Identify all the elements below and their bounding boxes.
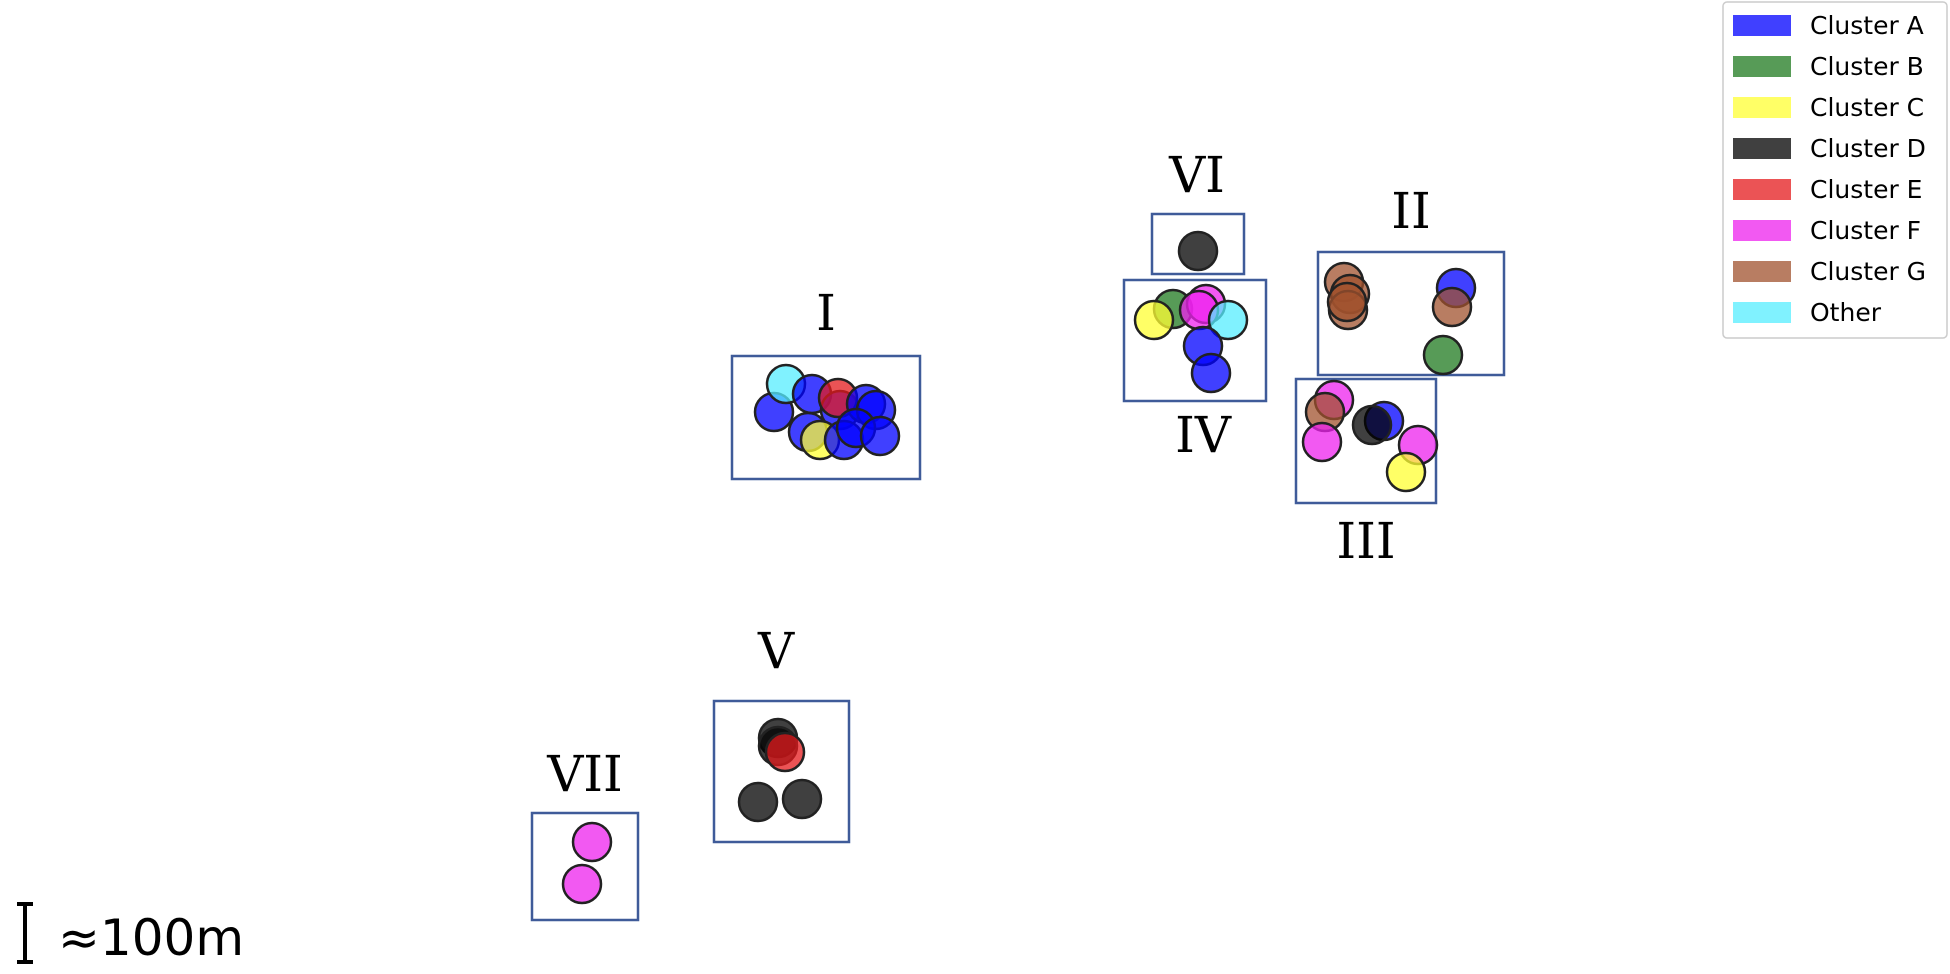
legend: Cluster A Cluster B Cluster C Cluster D Clus… [1722,1,1948,339]
group-iii: III [1294,377,1439,570]
legend-label-c: Cluster C [1810,93,1924,122]
legend-label-g: Cluster G [1810,257,1926,286]
group-v-point [764,731,806,773]
legend-swatch-b [1733,56,1791,77]
legend-label-b: Cluster B [1810,52,1924,81]
group-vi-label: VI [1168,146,1225,204]
group-vi-box [1150,212,1246,276]
group-vii-label: VII [546,745,623,803]
legend-label-o: Other [1810,298,1882,327]
legend-frame [1722,1,1948,339]
group-ii-point [1326,281,1368,323]
group-vii-point [571,821,613,863]
group-iii-point [1351,404,1393,446]
group-vii-box [530,811,640,922]
scale-bar-label: ≈100m [58,909,244,967]
group-ii-point [1431,286,1473,328]
group-iii-label: III [1336,512,1395,570]
group-iii-point [1385,451,1427,493]
group-vi-point [1177,230,1219,272]
legend-swatch-d [1733,138,1791,159]
legend-label-d: Cluster D [1810,134,1926,163]
group-v-point [737,781,779,823]
group-v-label: V [757,622,795,680]
group-vii: VII [530,745,640,922]
group-vii-point [561,863,603,905]
scale-bar: ≈100m [17,902,244,967]
group-iv-point [1133,299,1175,341]
group-v-box [712,699,851,844]
group-i-label: I [816,284,836,342]
group-iv-point [1190,352,1232,394]
group-iii-point [1301,421,1343,463]
group-ii-box [1316,250,1506,377]
group-i: I [730,284,922,481]
legend-swatch-e [1733,179,1791,200]
legend-label-a: Cluster A [1810,11,1924,40]
legend-label-f: Cluster F [1810,216,1921,245]
legend-swatch-c [1733,97,1791,118]
legend-label-e: Cluster E [1810,175,1922,204]
group-iv-label: IV [1175,406,1232,464]
group-vi: VI [1150,146,1246,276]
group-i-point [859,415,901,457]
group-iv: IV [1122,278,1268,464]
group-v-point [781,778,823,820]
group-iv-point [1207,299,1249,341]
group-ii-label: II [1391,182,1431,240]
group-ii: II [1316,182,1506,377]
legend-items: Cluster A Cluster B Cluster C Cluster D Clus… [1733,11,1926,327]
legend-swatch-g [1733,261,1791,282]
group-i-box [730,354,922,481]
group-iv-box [1122,278,1268,403]
group-ii-point [1422,334,1464,376]
legend-swatch-a [1733,15,1791,36]
legend-swatch-o [1733,302,1791,323]
legend-swatch-f [1733,220,1791,241]
group-v: V [712,622,851,844]
